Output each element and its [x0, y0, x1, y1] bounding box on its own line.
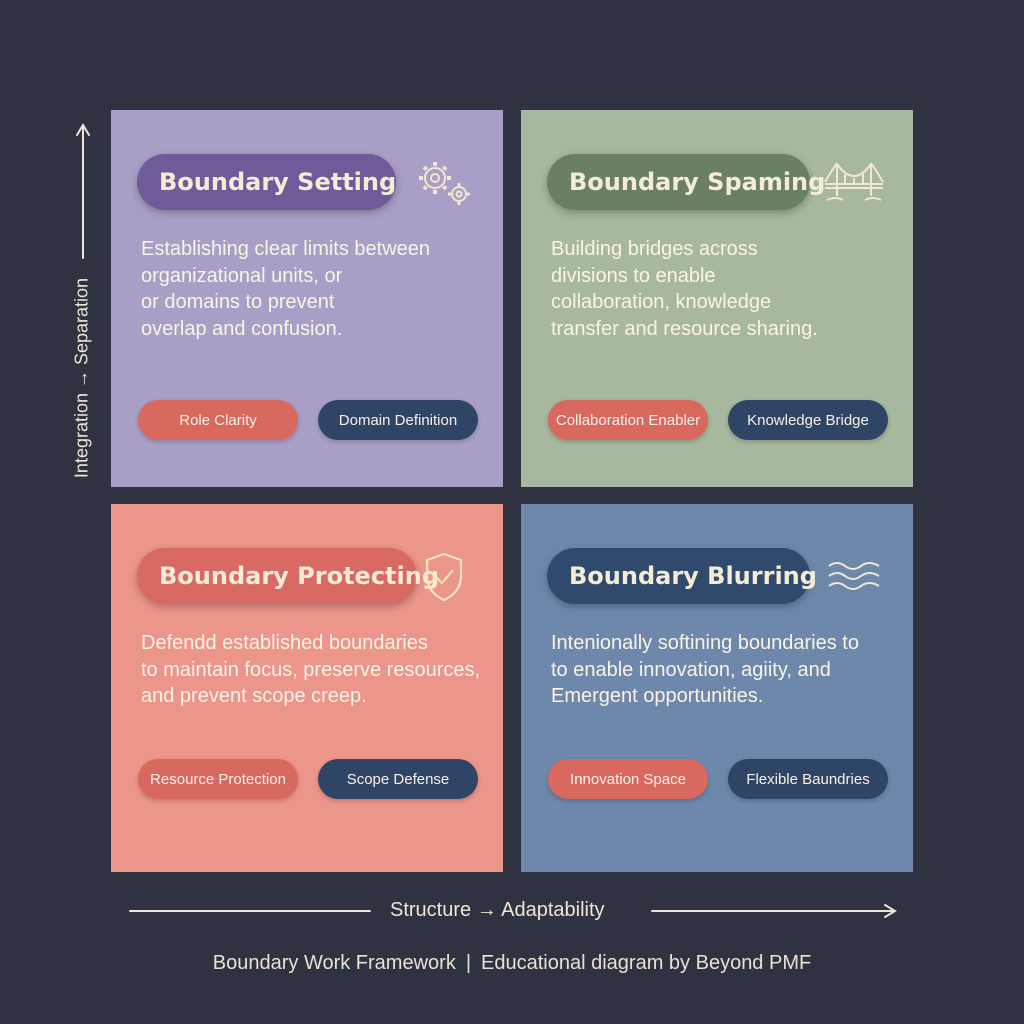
footer-separator: |	[465, 952, 472, 974]
tag-role-clarity: Role Clarity	[138, 400, 298, 440]
footer-credit: Educational diagram by Beyond PMF	[481, 952, 812, 974]
tag-domain-definition: Domain Definition	[318, 400, 478, 440]
bridge-icon	[821, 156, 887, 210]
x-axis-arrowhead	[884, 904, 897, 918]
quadrant-title: Boundary Spaming	[547, 154, 825, 210]
quadrant-boundary-protecting: Boundary Protecting Defendd established …	[111, 504, 503, 872]
footer-caption: Boundary Work Framework | Educational diag…	[0, 952, 1024, 975]
x-axis-label: Structure → Adaptability	[390, 899, 605, 921]
tag-resource-protection: Resource Protection	[138, 759, 298, 799]
tag-knowledge-bridge: Knowledge Bridge	[728, 400, 888, 440]
quadrant-title: Boundary Protecting	[137, 548, 439, 604]
tag-innovation-space: Innovation Space	[548, 759, 708, 799]
quadrant-description: Building bridges across divisions to ena…	[551, 238, 818, 340]
y-axis-label: Integration → Separation	[71, 277, 92, 479]
tag-scope-defense: Scope Defense	[318, 759, 478, 799]
quadrant-title: Boundary Setting	[137, 154, 396, 210]
shield-check-icon	[411, 550, 477, 604]
quadrant-description: Intenionally softining boundaries to to …	[551, 632, 859, 707]
quadrant-title: Boundary Blurring	[547, 548, 817, 604]
tag-collaboration-enabler: Collaboration Enabler	[548, 400, 708, 440]
waves-icon	[821, 550, 887, 604]
quadrant-description: Establishing clear limits between organi…	[141, 238, 431, 340]
gears-icon	[411, 156, 477, 210]
quadrant-description: Defendd established boundaries to mainta…	[141, 632, 481, 707]
quadrant-boundary-blurring: Boundary Blurring Intenionally softining…	[521, 504, 913, 872]
tag-flexible-boundaries: Flexible Baundries	[728, 759, 888, 799]
quadrant-boundary-spanning: Boundary Spaming Building bridges across…	[521, 110, 913, 487]
y-axis-arrowhead	[76, 123, 90, 136]
footer-title: Boundary Work Framework	[212, 952, 456, 974]
quadrant-boundary-setting: Boundary Setting Establishing clear limi…	[111, 110, 503, 487]
